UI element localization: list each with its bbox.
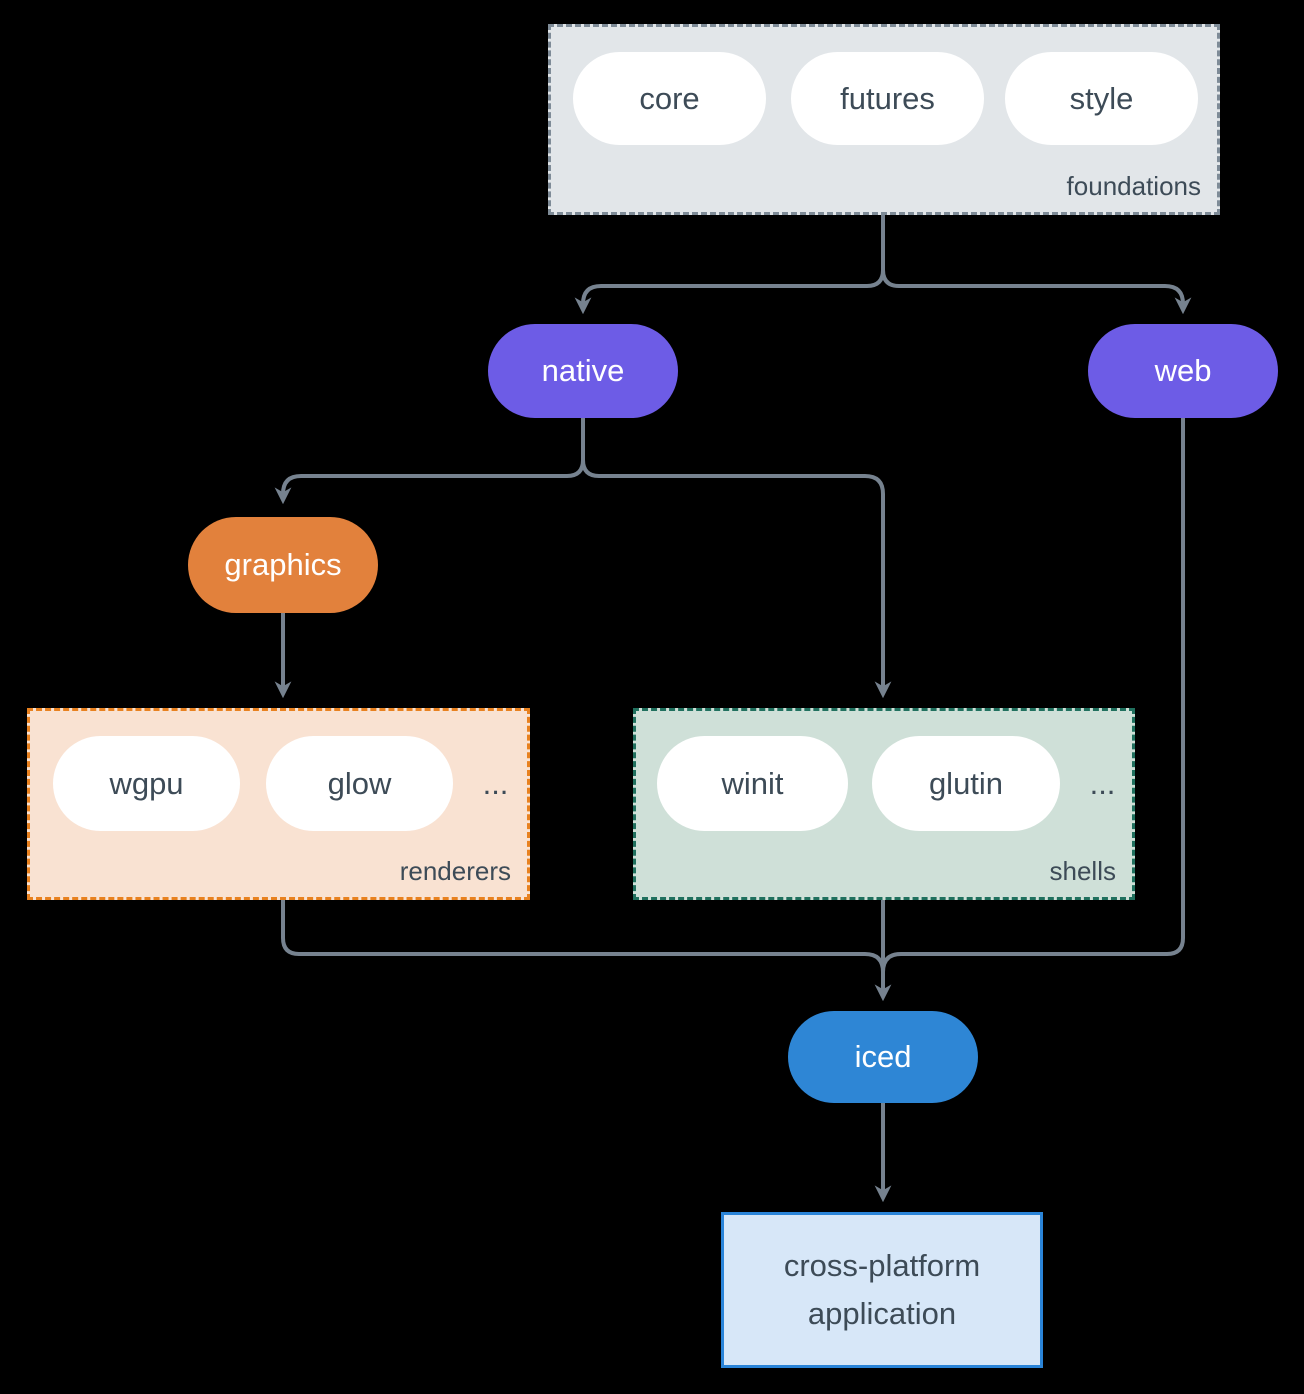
crate-label: winit	[721, 765, 784, 801]
shells-group: winit glutin ... shells	[633, 708, 1135, 900]
node-label: iced	[854, 1039, 912, 1074]
crate-label: wgpu	[109, 765, 184, 801]
arrow-native-to-shells	[581, 459, 892, 699]
crate-pill-core: core	[573, 52, 766, 145]
renderers-group-label: renderers	[399, 856, 511, 886]
crate-label: style	[1069, 80, 1134, 116]
node-native: native	[488, 324, 678, 418]
arrow-foundations-to-web	[881, 269, 1192, 315]
node-label: web	[1154, 353, 1212, 388]
crate-pill-futures: futures	[791, 52, 984, 145]
node-graphics: graphics	[188, 517, 378, 613]
shells-group-label: shells	[1049, 856, 1116, 886]
crate-label: core	[639, 80, 700, 116]
cross-platform-application-box: cross-platform application	[721, 1212, 1043, 1368]
renderers-group: wgpu glow ... renderers	[27, 708, 530, 900]
crate-pill-glutin: glutin	[872, 736, 1060, 831]
crate-label: futures	[840, 80, 935, 116]
renderers-ellipsis: ...	[482, 765, 509, 801]
application-label-line1: cross-platform	[783, 1247, 981, 1283]
foundations-group: core futures style foundations	[548, 24, 1220, 215]
node-label: native	[541, 353, 625, 388]
crate-pill-glow: glow	[266, 736, 453, 831]
node-label: graphics	[224, 547, 342, 582]
arrow-native-to-graphics	[274, 418, 585, 505]
arrow-foundations-to-native	[574, 215, 885, 315]
crate-pill-winit: winit	[657, 736, 848, 831]
foundations-group-label: foundations	[1066, 171, 1201, 201]
crate-pill-wgpu: wgpu	[53, 736, 240, 831]
shells-ellipsis: ...	[1089, 765, 1116, 801]
crate-label: glow	[327, 765, 392, 801]
crate-pill-style: style	[1005, 52, 1198, 145]
wire-renderers-to-merge	[281, 900, 885, 973]
node-web: web	[1088, 324, 1278, 418]
application-label-line2: application	[807, 1296, 957, 1331]
node-iced: iced	[788, 1011, 978, 1103]
crate-label: glutin	[928, 765, 1004, 801]
